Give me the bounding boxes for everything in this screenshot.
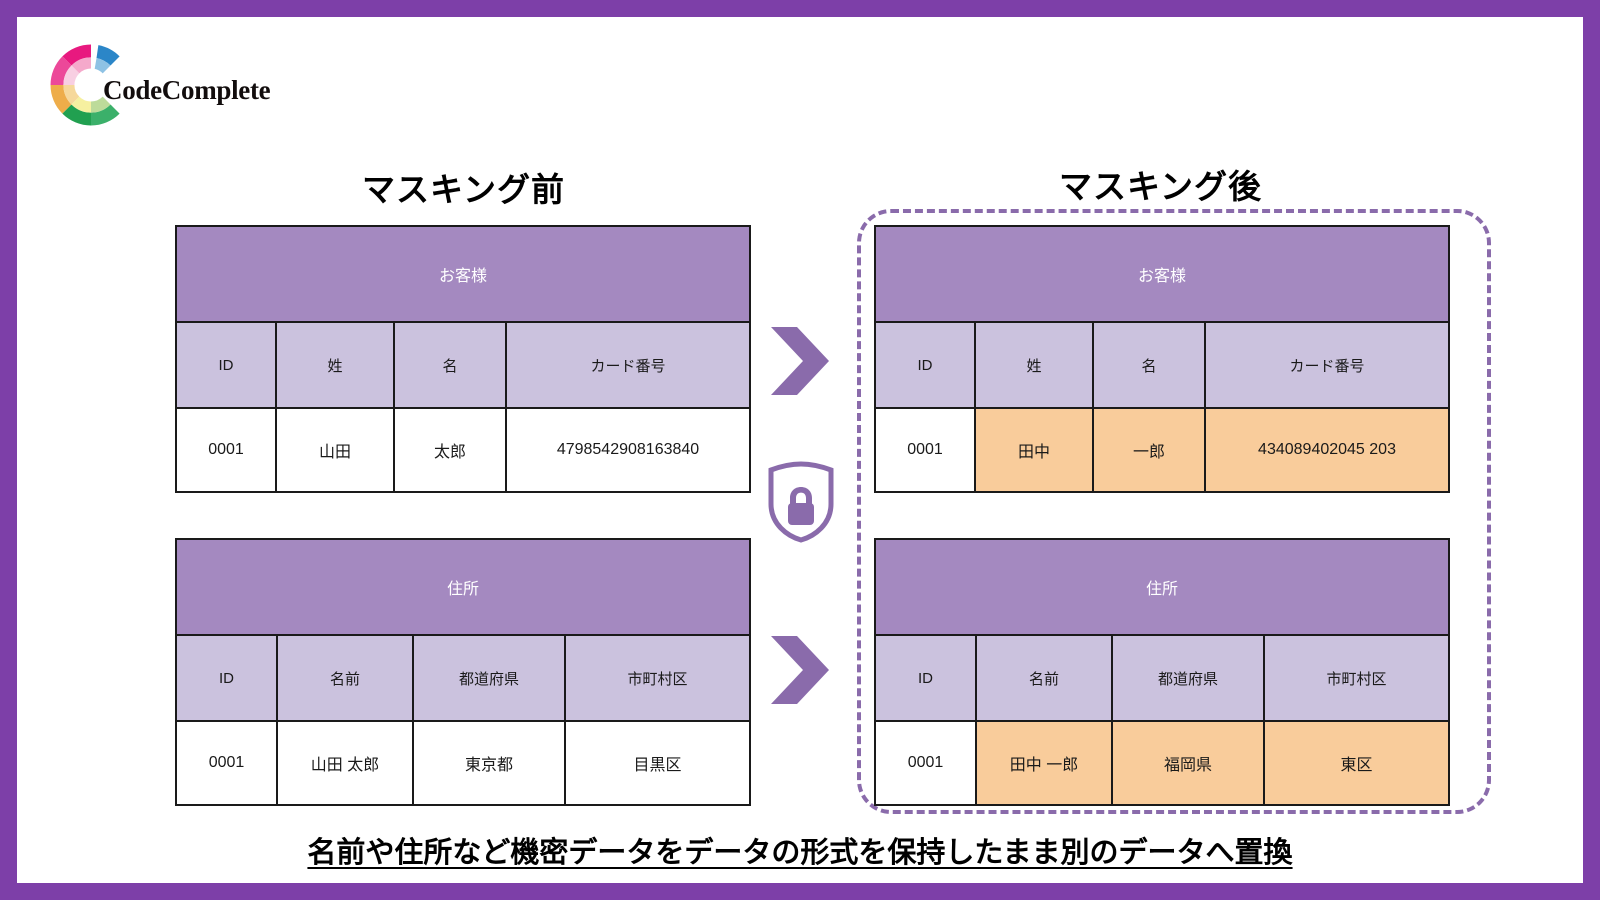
column-header: 姓 xyxy=(974,321,1094,409)
chevron-right-icon xyxy=(771,636,829,704)
cell-id: 0001 xyxy=(175,407,277,493)
table-header-row: ID 姓 名 カード番号 xyxy=(175,321,752,409)
table-row: 0001 山田 太郎 東京都 目黒区 xyxy=(175,720,752,806)
masked-region-outline xyxy=(857,209,1491,814)
column-header: カード番号 xyxy=(1203,321,1451,409)
table-title-row: お客様 xyxy=(174,225,752,323)
table-header-row: ID 名前 都道府県 市町村区 xyxy=(175,634,752,722)
cell-id: 0001 xyxy=(874,407,976,493)
cell-id: 0001 xyxy=(874,720,977,806)
column-header: 都道府県 xyxy=(1111,634,1265,722)
table-title: 住所 xyxy=(873,538,1451,636)
column-header: 名前 xyxy=(975,634,1113,722)
table-title-row: 住所 xyxy=(174,538,752,636)
cell-firstname: 太郎 xyxy=(393,407,507,493)
cell-municipality: 目黒区 xyxy=(563,720,752,806)
column-header: 市町村区 xyxy=(1262,634,1451,722)
cell-prefecture: 東京都 xyxy=(412,720,566,806)
column-header: 名前 xyxy=(276,634,414,722)
table-header-row: ID 名前 都道府県 市町村区 xyxy=(874,634,1451,722)
caption-text: 名前や住所など機密データをデータの形式を保持したまま別のデータへ置換 xyxy=(307,837,1293,869)
table-title-row: お客様 xyxy=(873,225,1451,323)
cell-firstname-masked: 一郎 xyxy=(1092,407,1206,493)
shield-lock-icon xyxy=(768,461,834,543)
column-header: ID xyxy=(874,634,977,722)
cell-lastname: 山田 xyxy=(275,407,395,493)
table-title: 住所 xyxy=(174,538,752,636)
table-row: 0001 山田 太郎 4798542908163840 xyxy=(175,407,752,493)
table-row: 0001 田中 一郎 福岡県 東区 xyxy=(874,720,1451,806)
cell-name-masked: 田中 一郎 xyxy=(975,720,1113,806)
table-address-after: 住所 ID 名前 都道府県 市町村区 0001 田中 一郎 福岡県 東区 xyxy=(873,538,1451,806)
cell-municipality-masked: 東区 xyxy=(1262,720,1451,806)
cell-cardnumber: 4798542908163840 xyxy=(504,407,752,493)
brand-name: CodeComplete xyxy=(103,75,271,105)
table-header-row: ID 姓 名 カード番号 xyxy=(874,321,1451,409)
cell-id: 0001 xyxy=(175,720,278,806)
cell-cardnumber-masked: 434089402045 203 xyxy=(1203,407,1451,493)
section-title-before: マスキング前 xyxy=(362,171,566,208)
table-address-before: 住所 ID 名前 都道府県 市町村区 0001 山田 太郎 東京都 目黒区 xyxy=(174,538,752,806)
column-header: 名 xyxy=(393,321,507,409)
codecomplete-ring-logo-icon xyxy=(50,44,120,126)
column-header: ID xyxy=(175,634,278,722)
chevron-right-icon xyxy=(771,327,829,395)
column-header: ID xyxy=(175,321,277,409)
slide-canvas: CodeComplete マスキング前 マスキング後 お客様 ID 姓 名 カー… xyxy=(17,17,1583,883)
cell-prefecture-masked: 福岡県 xyxy=(1111,720,1265,806)
table-customer-before: お客様 ID 姓 名 カード番号 0001 山田 太郎 479854290816… xyxy=(174,225,752,493)
cell-name: 山田 太郎 xyxy=(276,720,414,806)
table-customer-after: お客様 ID 姓 名 カード番号 0001 田中 一郎 434089402045… xyxy=(873,225,1451,493)
column-header: カード番号 xyxy=(504,321,752,409)
table-title: お客様 xyxy=(174,225,752,323)
column-header: 名 xyxy=(1092,321,1206,409)
section-title-after: マスキング後 xyxy=(1059,168,1263,205)
table-title: お客様 xyxy=(873,225,1451,323)
cell-lastname-masked: 田中 xyxy=(974,407,1094,493)
table-row: 0001 田中 一郎 434089402045 203 xyxy=(874,407,1451,493)
table-title-row: 住所 xyxy=(873,538,1451,636)
brand-logo: CodeComplete xyxy=(45,39,325,139)
column-header: 都道府県 xyxy=(412,634,566,722)
column-header: 市町村区 xyxy=(563,634,752,722)
column-header: ID xyxy=(874,321,976,409)
column-header: 姓 xyxy=(275,321,395,409)
